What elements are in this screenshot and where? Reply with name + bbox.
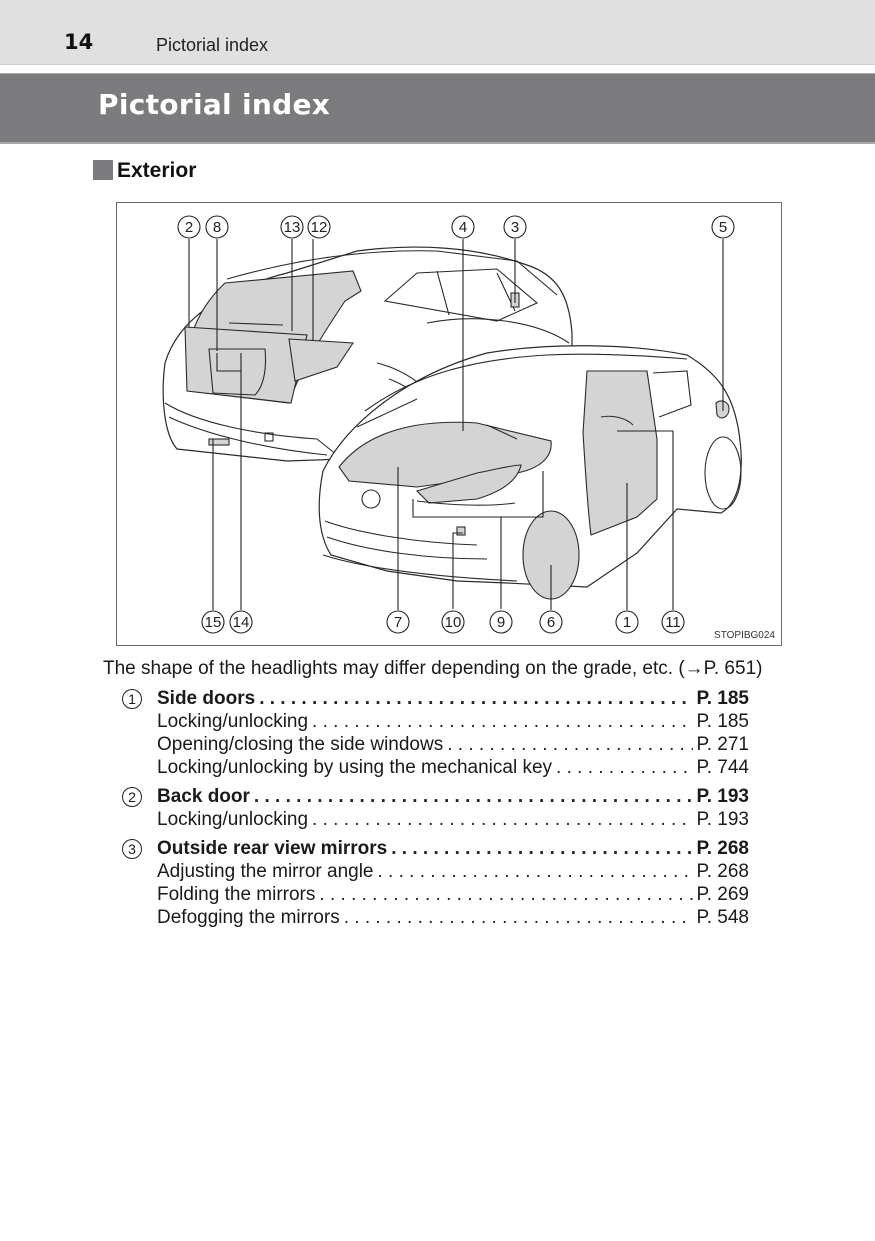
svg-text:2: 2 — [185, 219, 193, 236]
svg-text:9: 9 — [497, 614, 505, 631]
rear-car-drawing — [162, 246, 573, 462]
front-car-drawing — [318, 345, 742, 600]
svg-text:15: 15 — [205, 614, 222, 631]
callout-8: 8 — [205, 215, 229, 239]
dot-leader — [556, 757, 693, 779]
callout-2: 2 — [177, 215, 201, 239]
callout-6: 6 — [539, 610, 563, 634]
dot-leader — [344, 907, 693, 929]
page-reference-link[interactable]: P. 268 — [696, 838, 749, 859]
running-header: 14 Pictorial index — [0, 0, 875, 65]
svg-text:5: 5 — [719, 219, 727, 236]
subitem-label: Locking/unlocking by using the mechanica… — [157, 757, 553, 778]
callout-5: 5 — [711, 215, 735, 239]
callout-1: 1 — [615, 610, 639, 634]
item-number-badge: 1 — [122, 689, 142, 709]
callout-3: 3 — [503, 215, 527, 239]
item-title: Outside rear view mirrors — [157, 838, 388, 859]
page-reference-link[interactable]: P. 193 — [696, 809, 749, 830]
running-title: Pictorial index — [156, 35, 269, 55]
svg-text:3: 3 — [511, 219, 519, 236]
dot-leader — [319, 884, 692, 906]
svg-text:4: 4 — [459, 219, 467, 236]
item-number-badge: 2 — [122, 787, 142, 807]
callout-7: 7 — [386, 610, 410, 634]
item-title: Side doors — [157, 688, 256, 709]
index-entry: 1 Side doors P. 185 Locking/unlocking P.… — [122, 688, 749, 780]
callout-15: 15 — [201, 610, 225, 634]
index-sub-row[interactable]: Opening/closing the side windows P. 271 — [122, 734, 749, 757]
page-reference-link[interactable]: P. 271 — [696, 734, 749, 755]
callout-10: 10 — [441, 610, 465, 634]
svg-text:7: 7 — [394, 614, 402, 631]
index-sub-row[interactable]: Folding the mirrors P. 269 — [122, 884, 749, 907]
index-sub-row[interactable]: Locking/unlocking P. 185 — [122, 711, 749, 734]
index-entry: 3 Outside rear view mirrors P. 268 Adjus… — [122, 838, 749, 930]
figure-code: STOPIBG024 — [714, 630, 775, 641]
svg-text:1: 1 — [623, 614, 631, 631]
index-sub-row[interactable]: Defogging the mirrors P. 548 — [122, 907, 749, 930]
chapter-title-bar: Pictorial index — [0, 73, 875, 144]
dot-leader — [378, 861, 693, 883]
page-reference-link[interactable]: P. 269 — [696, 884, 749, 905]
callout-9: 9 — [489, 610, 513, 634]
dot-leader — [312, 809, 692, 831]
bottom-callouts: 15 14 7 10 9 6 1 11 — [201, 610, 685, 634]
svg-text:14: 14 — [233, 614, 250, 631]
index-main-row[interactable]: 2 Back door P. 193 — [122, 786, 749, 809]
section-marker-icon — [93, 160, 113, 180]
item-number-badge: 3 — [122, 839, 142, 859]
callout-11: 11 — [661, 610, 685, 634]
page-reference-link[interactable]: P. 268 — [696, 861, 749, 882]
top-callouts: 2 8 13 12 4 3 5 — [177, 215, 735, 239]
dot-leader — [391, 838, 692, 860]
svg-text:10: 10 — [445, 614, 462, 631]
subitem-label: Defogging the mirrors — [157, 907, 340, 928]
subitem-label: Opening/closing the side windows — [157, 734, 444, 755]
exterior-illustration: 2 8 13 12 4 3 5 15 14 7 10 9 6 1 11 STOP… — [116, 202, 782, 646]
callout-leaders — [188, 239, 724, 610]
index-sub-row[interactable]: Locking/unlocking by using the mechanica… — [122, 757, 749, 780]
subitem-label: Folding the mirrors — [157, 884, 316, 905]
page-reference-link[interactable]: P. 185 — [696, 711, 749, 732]
item-title: Back door — [157, 786, 250, 807]
svg-text:13: 13 — [284, 219, 301, 236]
car-diagram: 2 8 13 12 4 3 5 15 14 7 10 9 6 1 11 — [162, 215, 742, 634]
subitem-label: Adjusting the mirror angle — [157, 861, 374, 882]
subitem-label: Locking/unlocking — [157, 809, 309, 830]
index-list: 1 Side doors P. 185 Locking/unlocking P.… — [122, 688, 749, 930]
index-entry: 2 Back door P. 193 Locking/unlocking P. … — [122, 786, 749, 832]
subitem-label: Locking/unlocking — [157, 711, 309, 732]
dot-leader — [312, 711, 692, 733]
index-main-row[interactable]: 3 Outside rear view mirrors P. 268 — [122, 838, 749, 861]
page-reference-link[interactable]: P. 744 — [696, 757, 749, 778]
svg-text:11: 11 — [665, 614, 681, 631]
index-sub-row[interactable]: Locking/unlocking P. 193 — [122, 809, 749, 832]
page-reference-link[interactable]: P. 548 — [696, 907, 749, 928]
svg-text:12: 12 — [311, 219, 328, 236]
headlight-note: The shape of the headlights may differ d… — [103, 658, 763, 679]
svg-text:8: 8 — [213, 219, 221, 236]
section-label: Exterior — [117, 159, 197, 182]
dot-leader — [447, 734, 692, 756]
index-sub-row[interactable]: Adjusting the mirror angle P. 268 — [122, 861, 749, 884]
callout-4: 4 — [451, 215, 475, 239]
svg-text:6: 6 — [547, 614, 555, 631]
page-reference-link[interactable]: P. 185 — [696, 688, 749, 709]
page-reference-link[interactable]: P. 193 — [696, 786, 749, 807]
dot-leader — [259, 688, 692, 710]
page-title: Pictorial index — [98, 88, 331, 121]
dot-leader — [254, 786, 693, 808]
callout-14: 14 — [229, 610, 253, 634]
index-main-row[interactable]: 1 Side doors P. 185 — [122, 688, 749, 711]
callout-12: 12 — [307, 215, 331, 239]
page-number: 14 — [64, 30, 94, 54]
callout-13: 13 — [280, 215, 304, 239]
